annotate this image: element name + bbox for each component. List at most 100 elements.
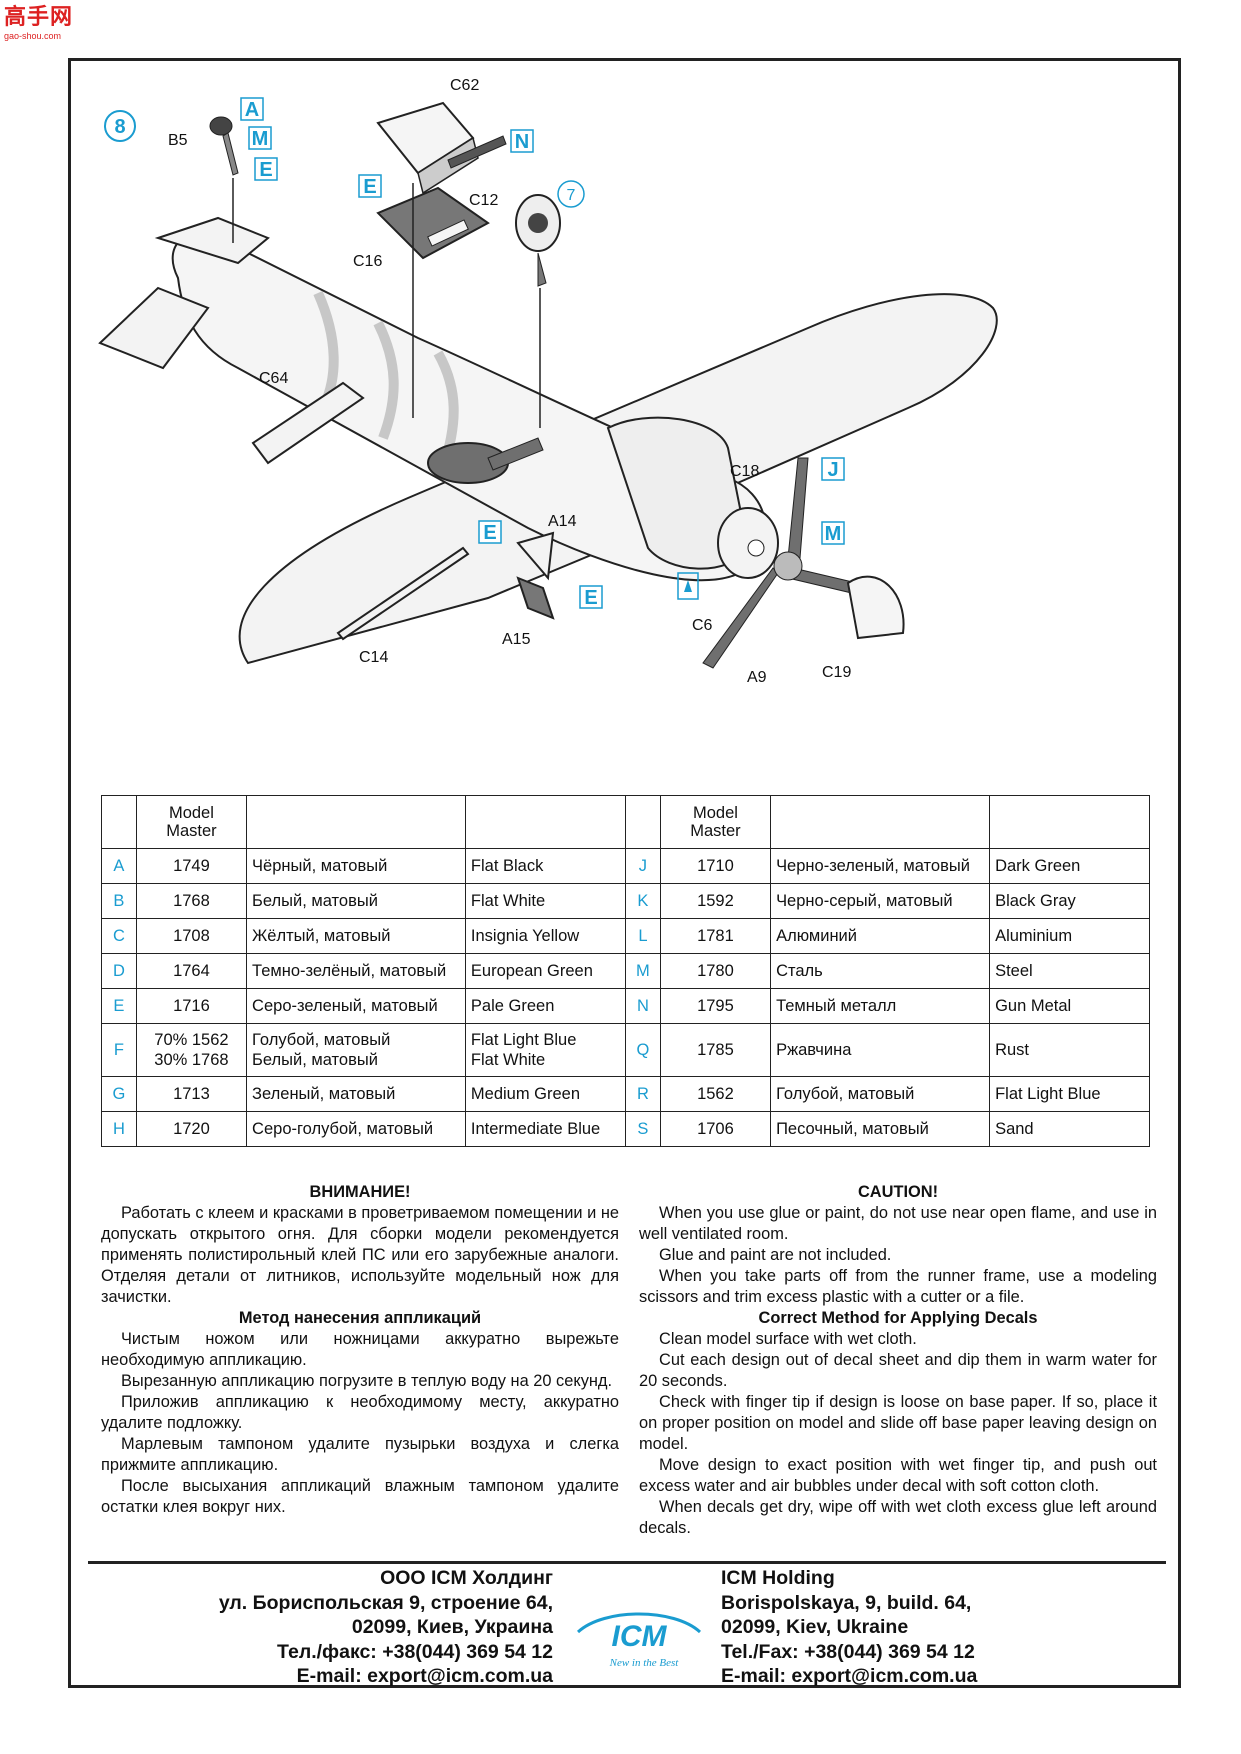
header-model-master: Model Master — [659, 795, 772, 849]
street-ru: ул. Бориспольская 9, строение 64, — [218, 1591, 553, 1614]
callout-n: N — [515, 131, 529, 153]
paint-name-en: European Green — [464, 953, 627, 989]
paint-name-en: Medium Green — [464, 1076, 627, 1112]
address-ru: ООО ICM Холдинг ул. Бориспольская 9, стр… — [219, 1566, 553, 1689]
paint-code: E — [101, 988, 137, 1024]
paint-name-ru: Темный металл — [770, 988, 991, 1024]
paint-code: L — [625, 918, 661, 954]
paint-code: R — [625, 1076, 661, 1112]
callout-e: E — [483, 522, 496, 544]
header-model-master: Model Master — [135, 795, 248, 849]
watermark-text: 高手网 — [4, 5, 74, 30]
logo-tagline: New in the Best — [609, 1657, 680, 1669]
callout-j: J — [827, 459, 838, 481]
paint-name-en: Intermediate Blue — [464, 1111, 627, 1147]
paint-name-en: Pale Green — [464, 988, 627, 1024]
part-c12 — [447, 135, 507, 169]
prop-blade — [787, 457, 809, 559]
part-a14 — [516, 531, 555, 581]
part-c64 — [251, 381, 365, 465]
part-c19 — [846, 575, 905, 640]
step-ref-label: 7 — [567, 187, 576, 204]
tailplane-right — [154, 216, 270, 265]
part-c16 — [376, 186, 490, 260]
paint-number: 1749 — [135, 848, 248, 884]
paint-name-en: Black Gray — [989, 883, 1150, 919]
icm-logo: ICM New in the Best — [576, 1612, 702, 1669]
paint-code: G — [101, 1076, 137, 1112]
caution-text-ru: Работать с клеем и красками в проветрива… — [101, 1204, 619, 1306]
label-c19: C19 — [822, 664, 851, 681]
paint-name-ru: Чёрный, матовый — [246, 848, 466, 884]
leg-slot — [487, 437, 544, 471]
table-row: A 1749 Чёрный, матовый Flat Black J 1710… — [101, 848, 1150, 884]
table-row: C 1708 Жёлтый, матовый Insignia Yellow L… — [101, 918, 1150, 954]
paint-number: 70% 1562 30% 1768 — [135, 1023, 248, 1077]
paint-name-ru: Сталь — [770, 953, 991, 989]
phone-en: Tel./Fax: +38(044) 369 54 12 — [721, 1640, 975, 1663]
paint-name-en: Steel — [989, 953, 1150, 989]
paint-name-ru: Белый, матовый — [246, 883, 466, 919]
paint-number: 1713 — [135, 1076, 248, 1112]
label-a15: A15 — [502, 631, 531, 648]
step-circle — [104, 110, 136, 142]
notes-en: CAUTION! When you use glue or paint, do … — [639, 1182, 1157, 1539]
callout-e: E — [584, 587, 597, 609]
label-c6: C6 — [692, 617, 713, 634]
paint-code: J — [625, 848, 661, 884]
caution-title-en: CAUTION! — [857, 1183, 939, 1201]
paint-name-en: Flat Light Blue Flat White — [464, 1023, 627, 1077]
decal-title-ru: Метод нанесения аппликаций — [238, 1309, 482, 1327]
paint-name-ru: Алюминий — [770, 918, 991, 954]
label-a9: A9 — [747, 669, 767, 686]
decal-step-en: Move design to exact position with wet f… — [639, 1456, 1157, 1495]
engine-cowling — [606, 416, 750, 570]
page-frame — [68, 58, 1181, 1688]
paint-name-ru: Жёлтый, матовый — [246, 918, 466, 954]
part-a9 — [702, 567, 779, 669]
paint-number: 1716 — [135, 988, 248, 1024]
paint-number: 1562 — [659, 1076, 772, 1112]
caution-text-en: When you use glue or paint, do not use n… — [639, 1204, 1157, 1243]
table-row: G 1713 Зеленый, матовый Medium Green R 1… — [101, 1076, 1150, 1112]
label-c64: C64 — [259, 370, 288, 387]
caution-title-ru: ВНИМАНИЕ! — [309, 1183, 411, 1201]
paint-name-ru: Голубой, матовый — [770, 1076, 991, 1112]
phone-ru: Тел./факс: +38(044) 369 54 12 — [277, 1640, 553, 1663]
glue-icon — [677, 572, 699, 600]
paint-name-ru: Серо-зеленый, матовый — [246, 988, 466, 1024]
paint-name-ru: Серо-голубой, матовый — [246, 1111, 466, 1147]
paint-code: S — [625, 1111, 661, 1147]
paint-number: 1708 — [135, 918, 248, 954]
paint-name-en: Aluminium — [989, 918, 1150, 954]
table-row: E 1716 Серо-зеленый, матовый Pale Green … — [101, 988, 1150, 1024]
paint-code: A — [101, 848, 137, 884]
paint-name-en: Insignia Yellow — [464, 918, 627, 954]
company-name-ru: ООО ICM Холдинг — [380, 1567, 553, 1589]
label-b5: B5 — [168, 132, 188, 149]
caution-text-en: Glue and paint are not included. — [659, 1246, 892, 1264]
decal-step-ru: Марлевым тампоном удалите пузырьки возду… — [101, 1435, 619, 1474]
table-row: D 1764 Темно-зелёный, матовый European G… — [101, 953, 1150, 989]
fuselage-band — [373, 320, 399, 440]
label-c12: C12 — [469, 192, 498, 209]
label-c62: C62 — [450, 78, 479, 94]
step-number: 8 — [114, 116, 125, 138]
paint-number: 1785 — [659, 1023, 772, 1077]
paint-number: 1780 — [659, 953, 772, 989]
decal-step-ru: После высыхания аппликаций влажным тампо… — [101, 1477, 619, 1516]
decal-step-en: Clean model surface with wet cloth. — [659, 1330, 917, 1348]
label-c18: C18 — [730, 463, 759, 480]
paint-name-ru: Черно-зеленый, матовый — [770, 848, 991, 884]
paint-name-ru: Черно-серый, матовый — [770, 883, 991, 919]
step-ref-circle — [557, 180, 585, 208]
label-c14: C14 — [359, 649, 388, 666]
paint-number: 1592 — [659, 883, 772, 919]
paint-name-ru: Голубой, матовый Белый, матовый — [246, 1023, 466, 1077]
notes-ru: ВНИМАНИЕ! Работать с клеем и красками в … — [101, 1182, 619, 1518]
watermark-url: gao-shou.com — [4, 31, 62, 41]
watermark: 高手网 gao-shou.com — [4, 5, 74, 42]
paint-number: 1764 — [135, 953, 248, 989]
label-c16: C16 — [353, 253, 382, 270]
decal-step-en: Check with finger tip if design is loose… — [639, 1393, 1157, 1453]
